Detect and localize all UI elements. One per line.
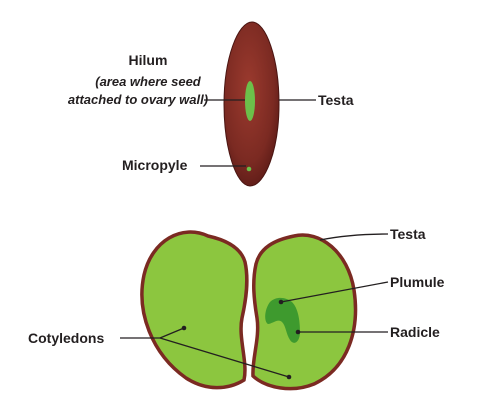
plumule-leader-line (280, 281, 389, 303)
hilum-note-line-2: attached to ovary wall) (68, 92, 208, 107)
cotyledon-right (251, 233, 358, 391)
testa-bottom-label: Testa (390, 226, 426, 242)
cotyledons-leader-left (159, 327, 185, 339)
micropyle-mark (246, 166, 252, 172)
plumule-label: Plumule (390, 274, 445, 290)
testa-bottom-leader-line (319, 233, 389, 241)
hilum-label: Hilum (129, 52, 168, 68)
seed-external-view (223, 21, 280, 187)
cotyledon-left (140, 230, 249, 390)
hilum-mark (245, 81, 255, 121)
cotyledons-label: Cotyledons (28, 330, 104, 346)
testa-top-label: Testa (318, 92, 354, 108)
micropyle-label: Micropyle (122, 157, 188, 173)
embryo (265, 297, 300, 343)
seed-internal-view (140, 230, 358, 391)
hilum-note-line-1: (area where seed (95, 74, 202, 89)
radicle-label: Radicle (390, 324, 440, 340)
cotyledons-leader-right (159, 337, 290, 378)
